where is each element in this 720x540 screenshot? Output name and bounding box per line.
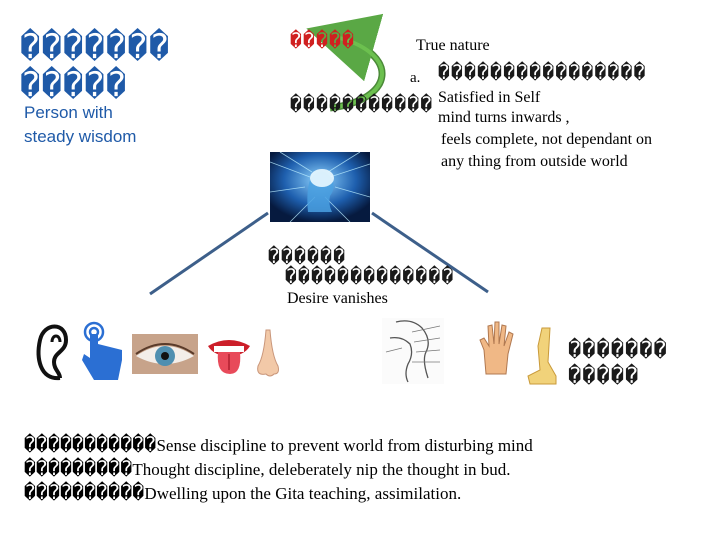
satisfied-text: Satisfied in Self [438,88,540,108]
leg-icon [526,326,560,386]
red-heading: ����� [290,28,355,52]
middle-boxes-2: ������������� [285,264,455,288]
boxes-row-a: ���������������� [438,60,647,84]
any-thing-text: any thing from outside world [441,152,628,172]
bottom-row-1-boxes: ����������� [24,432,156,456]
boxes-row-b: ����������� [290,92,433,116]
desire-vanishes-label: Desire vanishes [287,289,388,309]
subtitle-line2: steady wisdom [24,126,136,148]
bottom-row-3-text: Dwelling upon the Gita teaching, assimil… [144,484,461,503]
title-line1: ������� [20,28,170,66]
right-label-line1: ������� [568,338,668,363]
throat-anatomy-icon [382,318,444,384]
bottom-row-2: ���������Thought discipline, deleberatel… [24,456,511,482]
bottom-row-3: ����������Dwelling upon the Gita teachin… [24,480,461,506]
bottom-row-3-boxes: ���������� [24,480,144,504]
right-label-line2: ����� [568,364,639,389]
bottom-row-2-text: Thought discipline, deleberately nip the… [132,460,510,479]
subtitle-line1: Person with [24,102,113,124]
bottom-row-2-boxes: ��������� [24,456,132,480]
list-marker: a. [410,68,420,88]
brain-head-icon [270,152,370,222]
tongue-icon [204,330,254,378]
bottom-row-1: �����������Sense discipline to prevent w… [24,432,533,458]
ear-icon [30,318,70,384]
connector-left [150,213,268,294]
title-line2: ����� [20,66,127,104]
mind-inwards-text: mind turns inwards , [438,108,570,128]
hand-pointer-icon [78,320,126,384]
bottom-row-1-text: Sense discipline to prevent world from d… [156,436,532,455]
feels-complete-text: feels complete, not dependant on [441,130,652,150]
nose-icon [256,328,280,380]
open-hand-icon [478,320,516,376]
eye-icon [132,334,198,374]
true-nature-label: True nature [416,36,490,56]
